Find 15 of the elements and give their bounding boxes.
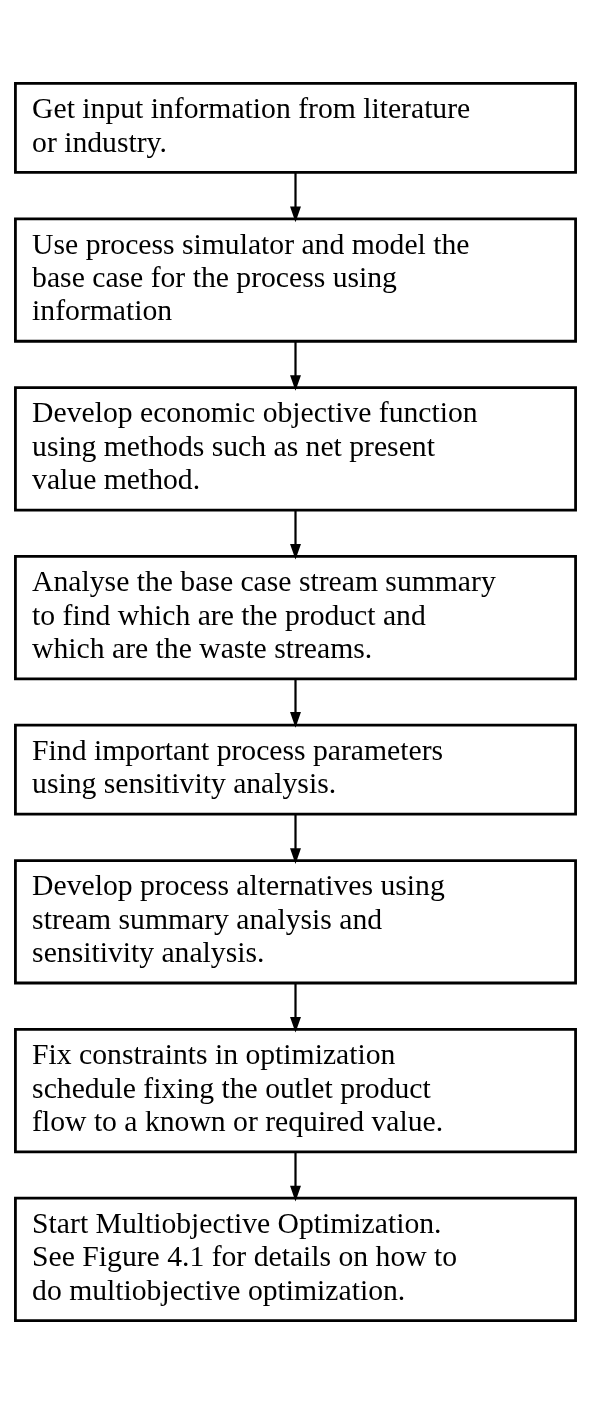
node-box: Develop process alternatives using stream summary analysis and sensitivity analysis. [14,859,577,985]
arrow [290,814,301,864]
node-box: Find important process parameters using sensitivity analysis. [14,723,577,816]
arrow [290,678,301,728]
node-box: Analyse the base case stream summary to find which are the product and which are the waste streams. [14,555,577,681]
node-box: Use process simulator and model the base case for the process using information [14,217,577,343]
arrow [290,510,301,560]
arrow [290,172,301,223]
arrow [290,1152,301,1202]
node-box: Develop economic objective function using methods such as net present value method. [14,386,577,512]
node-box: Get input information from literature or industry. [14,82,577,174]
node-box: Fix constraints in optimization schedule fixing the outlet product flow to a known or required value. [14,1027,577,1154]
node-box: Start Multiobjective Optimization. See Figure 4.1 for details on how to do multiobjective optimization. [14,1196,577,1322]
arrow [290,983,301,1033]
arrow [290,341,301,391]
